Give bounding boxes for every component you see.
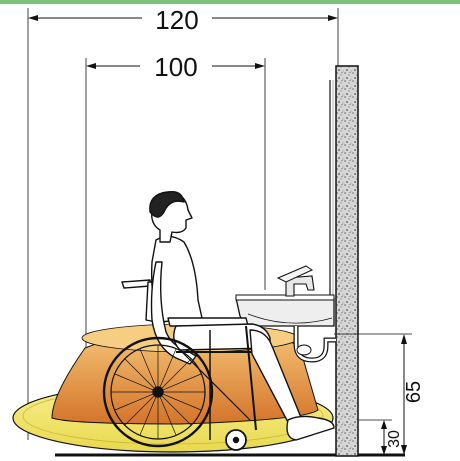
knee-clearance-label: 30 (386, 430, 403, 448)
washbasin (235, 294, 335, 327)
inner-width-label: 100 (154, 52, 197, 82)
basin-height-dimension: 65 (334, 333, 425, 455)
top-bar (0, 0, 460, 4)
knee-clearance-dimension: 30 (358, 419, 403, 455)
basin-height-label: 65 (403, 381, 425, 403)
faucet (276, 265, 315, 297)
overall-width-label: 120 (155, 5, 198, 35)
wheelchair-user (102, 191, 335, 451)
wall (335, 65, 359, 457)
rear-wheel (102, 336, 214, 448)
inner-width-dimension: 100 (85, 52, 266, 400)
overall-width-dimension: 120 (27, 5, 339, 440)
shoe (286, 415, 335, 441)
drain-trap (293, 326, 336, 363)
